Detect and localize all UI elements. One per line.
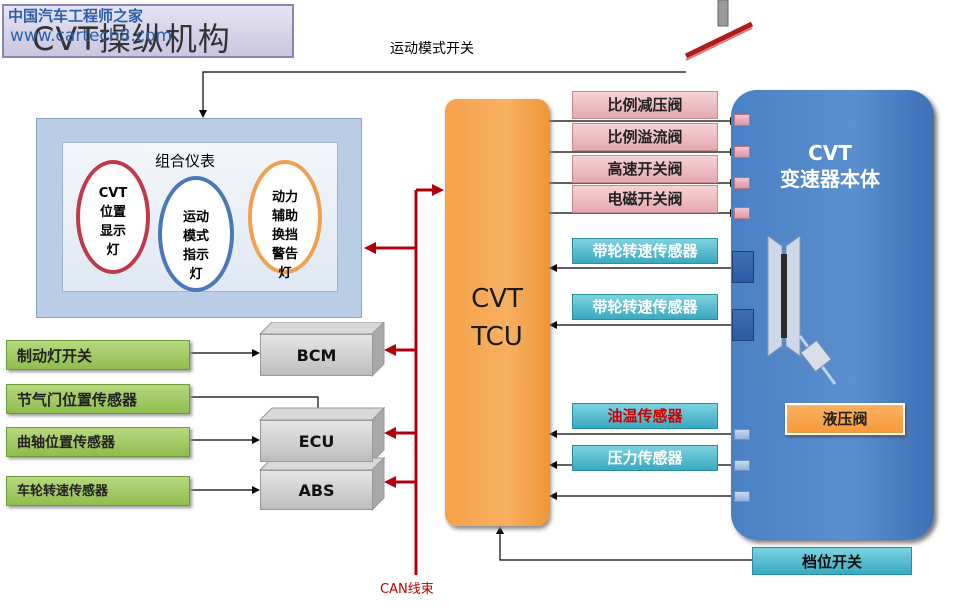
title-banner [2, 4, 294, 58]
cvt-tcu-block [445, 99, 549, 526]
wheel-speed-sensor: 车轮转速传感器 [6, 476, 190, 506]
page-title: CVT操纵机构 [32, 20, 231, 58]
sensor-connector [734, 460, 750, 471]
tcu-line2: TCU [471, 322, 523, 352]
cvt-position-lamp: CVT位置显示灯 [76, 160, 150, 274]
transmission-body-label: CVT 变速器本体 [740, 140, 920, 192]
instrument-cluster-title: 组合仪表 [155, 152, 216, 170]
watermark-line2: www.cartech8.com [10, 26, 173, 46]
high-speed-switch-valve: 高速开关阀 [572, 155, 718, 183]
shift-assist-warning-lamp: 动力辅助换挡警告灯 [248, 160, 322, 281]
valve-connector [734, 146, 750, 158]
sport-mode-lamp: 运动模式指示灯 [158, 176, 234, 292]
shift-assist-warning-lamp-label: 动力辅助换挡警告灯 [271, 190, 298, 281]
valve-connector [734, 177, 750, 189]
pulley-speed-sensor-1: 带轮转速传感器 [572, 238, 718, 264]
proportional-reducing-valve: 比例减压阀 [572, 91, 718, 119]
pressure-sensor: 压力传感器 [572, 445, 718, 471]
throttle-position-sensor: 节气门位置传感器 [6, 384, 190, 414]
sensor-connector [734, 491, 750, 502]
crankshaft-position-sensor: 曲轴位置传感器 [6, 427, 190, 457]
valve-connector [734, 207, 750, 219]
sensor-connector [734, 429, 750, 440]
speed-sensor-block-1 [732, 251, 754, 283]
cvt-tcu-label: CVT TCU [445, 280, 549, 356]
gear-position-switch: 档位开关 [752, 547, 912, 575]
watermark-line1: 中国汽车工程师之家 [8, 7, 144, 25]
oil-temp-sensor: 油温传感器 [572, 403, 718, 429]
sport-mode-lamp-label: 运动模式指示灯 [182, 210, 209, 282]
sport-mode-switch-label: 运动模式开关 [390, 41, 474, 57]
bcm-module: BCM [260, 334, 373, 376]
hydraulic-valve: 液压阀 [785, 403, 905, 435]
body-line2: 变速器本体 [780, 167, 880, 191]
ecu-module: ECU [260, 420, 373, 462]
transmission-body-block [731, 90, 934, 540]
can-bus-label: CAN线束 [380, 582, 434, 597]
pulley-icon [767, 236, 837, 385]
tcu-line1: CVT [471, 284, 523, 314]
body-line1: CVT [808, 141, 852, 165]
speed-sensor-block-2 [732, 309, 754, 341]
valve-connector [734, 114, 750, 126]
solenoid-switch-valve: 电磁开关阀 [572, 185, 718, 213]
abs-module: ABS [260, 470, 373, 510]
brake-light-switch: 制动灯开关 [6, 340, 190, 370]
sport-switch-lever-icon [684, 0, 754, 61]
cvt-position-lamp-label: CVT位置显示灯 [98, 186, 128, 258]
pulley-speed-sensor-2: 带轮转速传感器 [572, 294, 718, 320]
proportional-relief-valve: 比例溢流阀 [572, 123, 718, 151]
